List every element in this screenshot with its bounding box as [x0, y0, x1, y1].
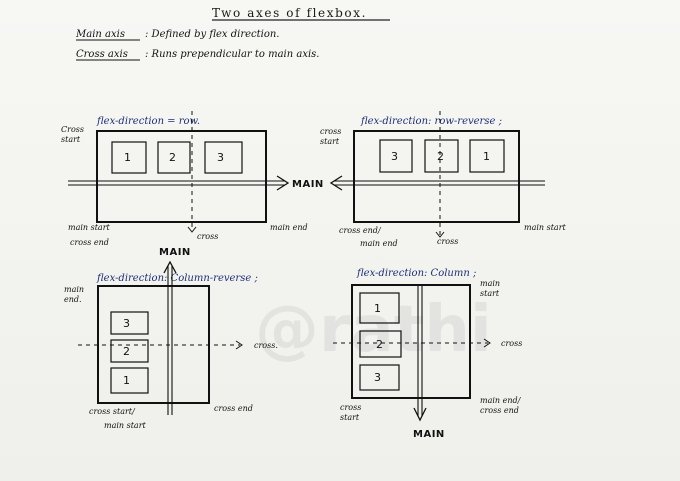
row-cross: cross — [197, 232, 218, 241]
row-reverse-cross-start: cross start — [320, 127, 344, 146]
column-cross-arrow-icon — [483, 338, 491, 348]
row-main-label: MAIN — [292, 179, 324, 190]
row-reverse-cross: cross — [437, 237, 458, 246]
row-heading: flex-direction = row. — [96, 116, 200, 127]
row-reverse-crossend: cross end/ — [339, 226, 382, 235]
column-item-2 — [359, 330, 402, 358]
column-main-start-line-1: main — [480, 279, 500, 288]
column-item-3 — [359, 364, 400, 391]
row-reverse-item-2 — [424, 139, 459, 173]
row-reverse-cross-start-line-1: cross — [320, 127, 341, 136]
row-reverse-item-1 — [469, 139, 505, 173]
column-reverse-main-arrow-icon — [163, 260, 177, 274]
column-reverse-cross-end: cross end — [214, 404, 253, 413]
row-main-end: main end — [270, 223, 308, 232]
column-reverse-heading: flex-direction: Column-reverse ; — [96, 273, 258, 284]
column-main-end-line-2: cross end — [480, 406, 519, 415]
column-reverse-diagram: flex-direction: Column-reverse ; 3 2 1 M… — [64, 247, 278, 430]
column-reverse-cross-arrow-icon — [235, 340, 243, 350]
column-main-start: main start — [480, 279, 503, 298]
column-container — [351, 284, 471, 399]
row-reverse-main-end: main end — [360, 239, 398, 248]
column-reverse-main-end-line-1: main — [64, 285, 84, 294]
column-diagram: flex-direction: Column ; 1 2 3 MAIN main… — [333, 268, 523, 440]
column-reverse-item-3 — [110, 311, 149, 335]
row-cross-start-line-1: Cross — [61, 125, 84, 134]
row-cross-start: Cross start — [61, 125, 87, 144]
cross-axis-text: : Runs prependicular to main axis. — [145, 49, 319, 60]
main-axis-label: Main axis — [75, 29, 125, 40]
row-cross-end: cross end — [70, 238, 109, 247]
column-reverse-main-start: main start — [104, 421, 147, 430]
watermark: @rathi — [255, 293, 492, 367]
page-title: Two axes of flexbox. — [212, 6, 367, 20]
row-reverse-main-arrow-icon — [329, 175, 343, 191]
column-reverse-main-end-line-2: end. — [64, 295, 82, 304]
column-main-end-label: main end/ cross end — [480, 396, 523, 415]
column-main-start-line-2: start — [480, 289, 500, 298]
row-diagram: flex-direction = row. 1 2 3 MAIN Cross s… — [61, 111, 324, 247]
row-item-1 — [111, 141, 147, 174]
column-reverse-cross: cross. — [254, 341, 278, 350]
column-item-2-label: 2 — [376, 338, 383, 351]
row-container — [96, 130, 267, 223]
row-reverse-heading: flex-direction: row-reverse ; — [360, 116, 502, 127]
column-item-1-label: 1 — [374, 302, 381, 315]
row-reverse-diagram: flex-direction: row-reverse ; 3 2 1 cros… — [320, 111, 567, 248]
column-item-3-label: 3 — [374, 371, 381, 384]
row-reverse-cross-arrow-icon — [435, 231, 445, 238]
column-item-1 — [359, 292, 400, 324]
column-cross-start: cross start — [340, 403, 364, 422]
column-cross-start-line-1: cross — [340, 403, 361, 412]
column-reverse-item-1-label: 1 — [123, 374, 130, 387]
row-reverse-item-1-label: 1 — [483, 150, 490, 163]
column-reverse-item-3-label: 3 — [123, 317, 130, 330]
row-cross-start-line-2: start — [61, 135, 81, 144]
column-cross: cross — [501, 339, 522, 348]
row-reverse-cross-start-line-2: start — [320, 137, 340, 146]
row-item-3 — [204, 141, 243, 174]
column-reverse-main-end: main end. — [64, 285, 87, 304]
main-axis-text: : Defined by flex direction. — [145, 29, 279, 40]
row-reverse-main-start: main start — [524, 223, 567, 232]
row-item-2-label: 2 — [169, 151, 176, 164]
cross-axis-label: Cross axis — [76, 49, 128, 60]
row-reverse-item-2-label: 2 — [437, 150, 444, 163]
column-heading: flex-direction: Column ; — [356, 268, 476, 279]
column-reverse-main-label: MAIN — [159, 247, 191, 258]
column-reverse-cross-start: cross start/ — [89, 407, 136, 416]
column-main-end-line-1: main end/ — [480, 396, 522, 405]
row-reverse-container — [353, 130, 520, 223]
row-main-start: main start — [68, 223, 111, 232]
row-reverse-item-3-label: 3 — [391, 150, 398, 163]
column-reverse-item-2-label: 2 — [123, 345, 130, 358]
row-reverse-item-3 — [379, 139, 413, 173]
column-reverse-item-2 — [110, 339, 149, 363]
row-cross-arrow-icon — [187, 226, 197, 233]
row-item-3-label: 3 — [217, 151, 224, 164]
column-cross-start-line-2: start — [340, 413, 360, 422]
column-main-label: MAIN — [413, 429, 445, 440]
row-item-2 — [157, 141, 191, 174]
column-reverse-item-1 — [110, 367, 149, 394]
row-main-arrow-icon — [276, 175, 290, 191]
column-main-arrow-icon — [413, 407, 427, 422]
row-item-1-label: 1 — [124, 151, 131, 164]
